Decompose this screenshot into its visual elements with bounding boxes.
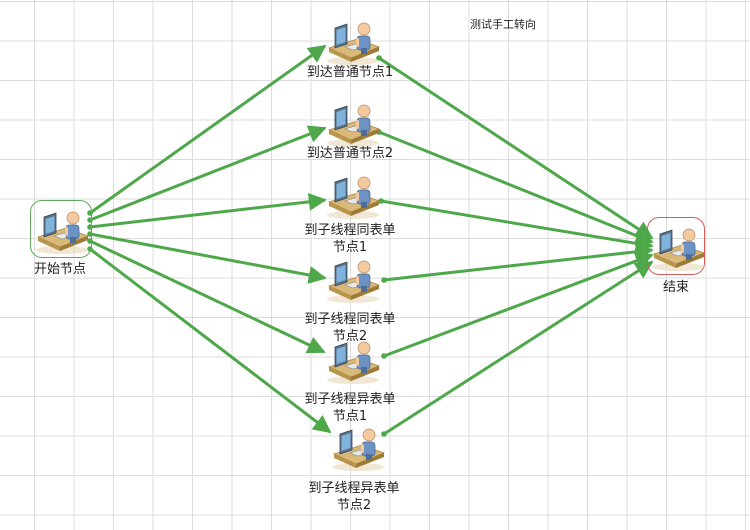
worker-at-computer-icon <box>332 428 386 471</box>
edge-start-to-n2[interactable] <box>89 125 327 222</box>
edge-start-dot <box>381 277 387 283</box>
worker-at-computer-icon <box>327 260 381 303</box>
start-node[interactable] <box>32 203 92 255</box>
node-subthread-same-form-1-label-line2: 节点1 <box>332 240 368 255</box>
node-subthread-diff-form-2-label-line2: 节点2 <box>336 498 372 513</box>
node-arrive-normal-1-label: 到达普通节点1 <box>306 65 394 80</box>
worker-at-computer-icon <box>652 228 706 271</box>
edge-start-to-n5[interactable] <box>89 239 326 354</box>
worker-at-computer-icon <box>36 211 90 254</box>
node-subthread-same-form-2-label-line2: 节点2 <box>332 329 368 344</box>
worker-at-computer-icon <box>327 341 381 384</box>
edge-n6-to-end[interactable] <box>383 260 654 436</box>
end-node-label: 结束 <box>662 280 689 295</box>
node-subthread-diff-form-2-label-line1: 到子线程异表单 <box>308 481 400 496</box>
node-subthread-same-form-2-label-line1: 到子线程同表单 <box>304 312 396 327</box>
diagram-title: 测试手工转向 <box>470 18 536 31</box>
edge-start-dot <box>378 198 384 204</box>
edge-start-to-n4[interactable] <box>89 232 327 284</box>
end-node[interactable] <box>648 220 708 272</box>
edge-n3-to-end[interactable] <box>380 199 654 253</box>
node-arrive-normal-2-label: 到达普通节点2 <box>306 146 394 161</box>
edge-start-dot <box>381 353 387 359</box>
edge-start-to-n1[interactable] <box>89 44 327 215</box>
node-arrive-normal-2[interactable] <box>323 96 383 148</box>
start-node-label: 开始节点 <box>33 262 86 277</box>
worker-at-computer-icon <box>327 22 381 65</box>
edge-n4-to-end[interactable] <box>383 242 654 282</box>
edge-n5-to-end[interactable] <box>383 252 654 358</box>
node-subthread-diff-form-1-label-line1: 到子线程异表单 <box>304 392 396 407</box>
worker-at-computer-icon <box>327 176 381 219</box>
worker-at-computer-icon <box>327 104 381 147</box>
node-subthread-same-form-2[interactable] <box>323 252 383 304</box>
node-subthread-diff-form-1[interactable] <box>323 333 383 385</box>
start-node-frame[interactable] <box>30 200 92 258</box>
node-arrive-normal-1[interactable] <box>323 14 383 66</box>
edge-n2-to-end[interactable] <box>378 130 654 245</box>
edge-n1-to-end[interactable] <box>378 56 654 240</box>
node-subthread-diff-form-1-label-line2: 节点1 <box>332 409 368 424</box>
node-subthread-same-form-1[interactable] <box>323 168 383 220</box>
node-subthread-diff-form-2[interactable] <box>328 420 388 472</box>
edge-start-to-n6[interactable] <box>89 247 332 434</box>
edge-start-dot <box>381 431 387 437</box>
end-node-frame[interactable] <box>647 217 705 275</box>
edge-start-to-n3[interactable] <box>89 192 327 229</box>
edge-start-dot <box>376 55 382 61</box>
node-subthread-same-form-1-label-line1: 到子线程同表单 <box>304 223 396 238</box>
